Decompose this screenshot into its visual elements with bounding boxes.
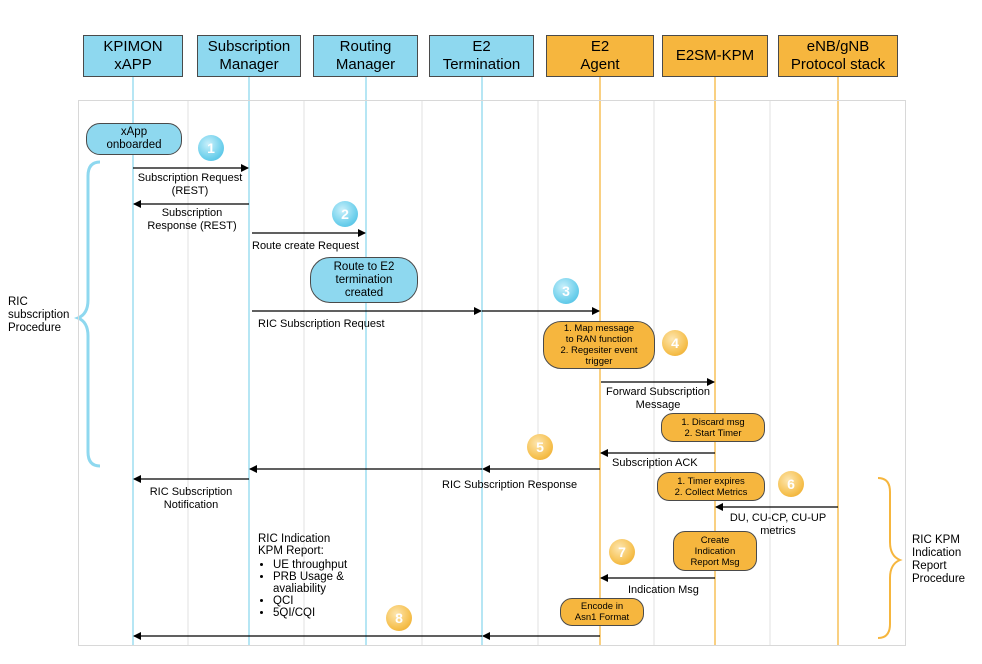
note-discard-msg: 1. Discard msg 2. Start Timer	[661, 413, 765, 442]
msg-route-create: Route create Request	[252, 240, 360, 252]
note-encode-asn1: Encode in Asn1 Format	[560, 598, 644, 626]
msg-indication-msg: Indication Msg	[628, 584, 699, 596]
indication-report-item: UE throughput	[273, 559, 347, 571]
step-badge-1: 1	[198, 135, 224, 161]
diagram-frame	[78, 100, 906, 646]
note-route-created: Route to E2 termination created	[310, 257, 418, 303]
label-ric-subscription-procedure: RIC subscription Procedure	[8, 296, 70, 334]
indication-report-item: 5QI/CQI	[273, 607, 347, 619]
header-enb-gnb-protocol-stack: eNB/gNB Protocol stack	[778, 35, 898, 77]
msg-ric-sub-notification: RIC Subscription Notification	[149, 486, 233, 511]
step-badge-8: 8	[386, 605, 412, 631]
header-routing-manager: Routing Manager	[313, 35, 418, 77]
indication-report-item: QCI	[273, 595, 347, 607]
step-badge-4: 4	[662, 330, 688, 356]
note-create-indication: Create Indication Report Msg	[673, 531, 757, 571]
msg-du-metrics: DU, CU-CP, CU-UP metrics	[729, 512, 827, 537]
header-e2-agent: E2 Agent	[546, 35, 654, 77]
bracket-indication	[877, 477, 903, 639]
note-xapp-onboarded: xApp onboarded	[86, 123, 182, 155]
msg-ric-sub-request: RIC Subscription Request	[258, 318, 385, 330]
label-ric-kpm-indication-procedure: RIC KPM Indication Report Procedure	[912, 534, 966, 585]
indication-report-list: UE throughput PRB Usage & avaliability Q…	[259, 559, 347, 619]
step-badge-7: 7	[609, 539, 635, 565]
step-badge-3: 3	[553, 278, 579, 304]
header-e2-termination: E2 Termination	[429, 35, 534, 77]
msg-sub-ack: Subscription ACK	[612, 457, 698, 469]
indication-report-title: RIC Indication KPM Report:	[258, 533, 331, 557]
msg-ric-sub-response: RIC Subscription Response	[442, 479, 578, 491]
msg-forward-sub: Forward Subscription Message	[606, 386, 710, 411]
header-subscription-manager: Subscription Manager	[197, 35, 301, 77]
msg-sub-response-rest: Subscription Response (REST)	[147, 207, 237, 232]
message-arrows	[133, 164, 838, 640]
note-map-message: 1. Map message to RAN function 2. Regesi…	[543, 321, 655, 369]
note-timer-expires: 1. Timer expires 2. Collect Metrics	[657, 472, 765, 501]
header-kpimon-xapp: KPIMON xAPP	[83, 35, 183, 77]
indication-report-item: PRB Usage & avaliability	[273, 571, 347, 595]
step-badge-2: 2	[332, 201, 358, 227]
step-badge-6: 6	[778, 471, 804, 497]
grid-lines	[187, 100, 771, 646]
header-e2sm-kpm: E2SM-KPM	[662, 35, 768, 77]
msg-sub-request-rest: Subscription Request (REST)	[137, 172, 243, 197]
step-badge-5: 5	[527, 434, 553, 460]
